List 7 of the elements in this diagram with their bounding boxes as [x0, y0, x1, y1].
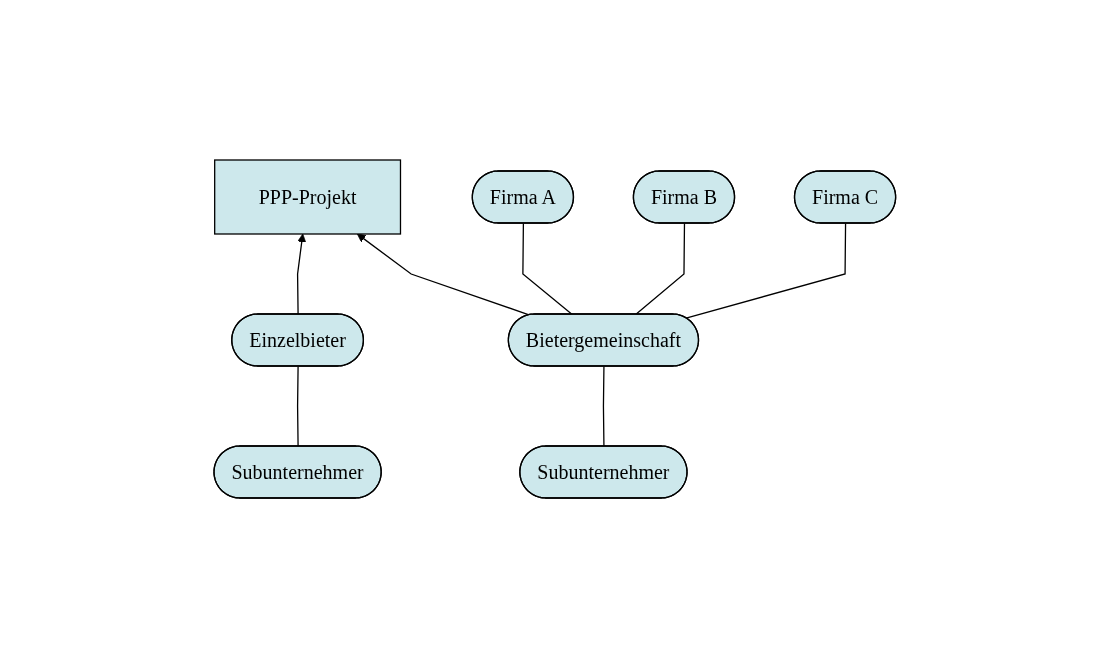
connector: [685, 222, 846, 319]
connector: [634, 222, 685, 315]
node-box: PPP-Projekt: [213, 158, 401, 235]
arrow: [296, 233, 306, 315]
connector: [296, 365, 299, 447]
connector: [602, 365, 605, 447]
connector: [521, 222, 573, 315]
